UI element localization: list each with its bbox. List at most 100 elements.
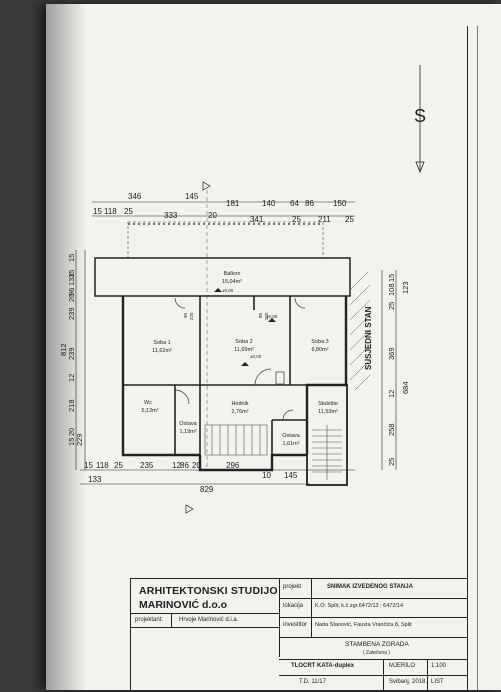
- dim-bottom-1-2: 25: [114, 461, 123, 470]
- opening-label-3: 80: [258, 312, 263, 318]
- dim-top-2-8: 25: [345, 215, 354, 224]
- binding-margin-line: [467, 26, 468, 690]
- tb-rule: [279, 675, 467, 676]
- dim-top-2-7: 211: [318, 215, 331, 224]
- dim-right-7: 258: [387, 423, 396, 436]
- dim-right-4: 369: [387, 347, 396, 360]
- opening-label-1: 90: [183, 312, 188, 318]
- tb-rule: [279, 579, 280, 657]
- projektant-value: Hrvoje Marinović d.i.a.: [179, 617, 239, 623]
- dim-left-8: 239: [67, 347, 76, 360]
- dim-right-8: 25: [387, 458, 396, 466]
- investitor-value: Nada Stanović, Fausta Vrančića 8, Split: [315, 622, 412, 628]
- dim-left-2: 239: [67, 307, 76, 320]
- neighbor-label: SUSJEDNI STAN: [364, 306, 373, 370]
- dim-right-3: 123: [401, 281, 410, 294]
- dim-top-2-0: 15: [93, 207, 102, 216]
- room-area-soba2: 11,69m²: [234, 347, 254, 353]
- dim-bottom-1-9: 145: [284, 471, 298, 480]
- dim-left-6: 812: [59, 343, 68, 356]
- room-name-soba2: Soba 2: [235, 339, 252, 345]
- room-area-hodnik: 2,76m²: [231, 409, 248, 415]
- tb-rule: [279, 617, 467, 618]
- dim-top-2-6: 25: [292, 215, 301, 224]
- dim-left-3: 20: [67, 294, 76, 302]
- dim-bottom-1-4: 12: [172, 461, 181, 470]
- dim-top-2-3: 333: [164, 211, 178, 220]
- building-name: STAMBENA ZGRADA: [345, 641, 409, 648]
- dim-bottom-1-8: 10: [262, 471, 271, 480]
- dim-right-0: 15: [387, 274, 396, 282]
- dim-bottom-1-7: 296: [226, 461, 240, 470]
- level-mark-1: ±0,00: [222, 288, 234, 293]
- level-mark-2: ±0,00: [250, 354, 262, 359]
- dim-right-6: 12: [387, 390, 396, 398]
- dim-left-11: 15: [67, 438, 76, 446]
- opening-label-4: 225: [264, 312, 269, 320]
- staircase-walls: [306, 384, 348, 486]
- interior-stair-steps: [204, 424, 268, 456]
- dim-bottom-2-1: 829: [200, 485, 214, 494]
- dim-left-4: 96: [67, 288, 76, 296]
- lokacija-label: lokacija: [283, 603, 304, 609]
- dim-right-5: 684: [401, 381, 410, 394]
- balcony-outline: [94, 257, 351, 297]
- dim-bottom-1-6: 20: [192, 461, 201, 470]
- room-area-ostava2: 1,61m²: [282, 441, 299, 447]
- mjerilo-value: 1:100: [431, 663, 447, 669]
- dim-top-1-5: 86: [305, 199, 314, 208]
- section-marker-top-icon: [202, 181, 211, 191]
- projekt-value: SNIMAK IZVEDENOG STANJA: [327, 584, 413, 590]
- drawing-date: Svibanj, 2018.: [389, 679, 428, 685]
- staircase-steps: [312, 425, 342, 480]
- level-mark-icons: [214, 288, 276, 366]
- dim-top-1-2: 181: [226, 199, 240, 208]
- dim-left-1: 133: [67, 273, 76, 286]
- room-area-ostava1: 1,19m²: [179, 429, 196, 435]
- tb-rule: [131, 627, 279, 628]
- tb-rule: [171, 613, 172, 627]
- room-name-stubiste: Stubište: [318, 401, 338, 407]
- section-marker-bottom-icon: [185, 504, 194, 514]
- exterior-walls: [121, 296, 348, 472]
- mjerilo-label: MJERILO: [389, 663, 416, 669]
- room-name-wc: Wc: [144, 400, 152, 406]
- tb-rule: [279, 659, 467, 660]
- studio-name-line1: ARHITEKTONSKI STUDIJO: [139, 585, 278, 597]
- dim-top-2-2: 25: [124, 207, 133, 216]
- room-name-ostava2: Ostava: [282, 433, 300, 439]
- dim-left-10: 20: [67, 428, 76, 436]
- dim-left-9: 218: [67, 399, 76, 412]
- projekt-label: projekt: [283, 584, 302, 590]
- tb-rule: [131, 613, 279, 614]
- dim-top-1-3: 140: [262, 199, 276, 208]
- room-area-soba3: 6,80m²: [311, 347, 328, 353]
- room-name-soba3: Soba 3: [311, 339, 328, 345]
- interior-walls: [123, 296, 307, 455]
- room-name-balkon: Balkon: [224, 271, 241, 277]
- tb-rule: [279, 637, 467, 638]
- lokacija-value: K.O. Split, k.č.zgr.6472/13 ; 6472/14: [315, 603, 404, 609]
- north-arrow-head-icon: [415, 161, 425, 174]
- level-mark-3: ±0,00: [266, 314, 278, 319]
- drawing-title: TLOCRT KATA-duplex: [291, 663, 355, 669]
- dim-bottom-1-0: 15: [84, 461, 93, 470]
- roof-outline: [127, 221, 324, 259]
- dim-left-5: 15: [67, 270, 76, 278]
- dim-right-1: 108: [387, 283, 396, 296]
- dim-left-7: 12: [67, 374, 76, 382]
- td-number: T.D. 11/17: [299, 679, 326, 685]
- dim-left-0: 15: [67, 254, 76, 262]
- title-block: ARHITEKTONSKI STUDIJO MARINOVIĆ d.o.o pr…: [130, 578, 468, 692]
- tb-rule: [279, 598, 467, 599]
- dim-right-2: 25: [387, 302, 396, 310]
- dim-top-2-5: 341: [250, 215, 264, 224]
- dim-top-2-4: 20: [208, 211, 217, 220]
- dim-top-1-0: 346: [128, 192, 142, 201]
- list-label: LIST: [431, 679, 444, 685]
- room-name-hodnik: Hodnik: [231, 401, 248, 407]
- building-note: ( Zatečena ): [363, 650, 390, 656]
- dim-bottom-1-3: 235: [140, 461, 154, 470]
- room-name-soba1: Soba 1: [153, 340, 170, 346]
